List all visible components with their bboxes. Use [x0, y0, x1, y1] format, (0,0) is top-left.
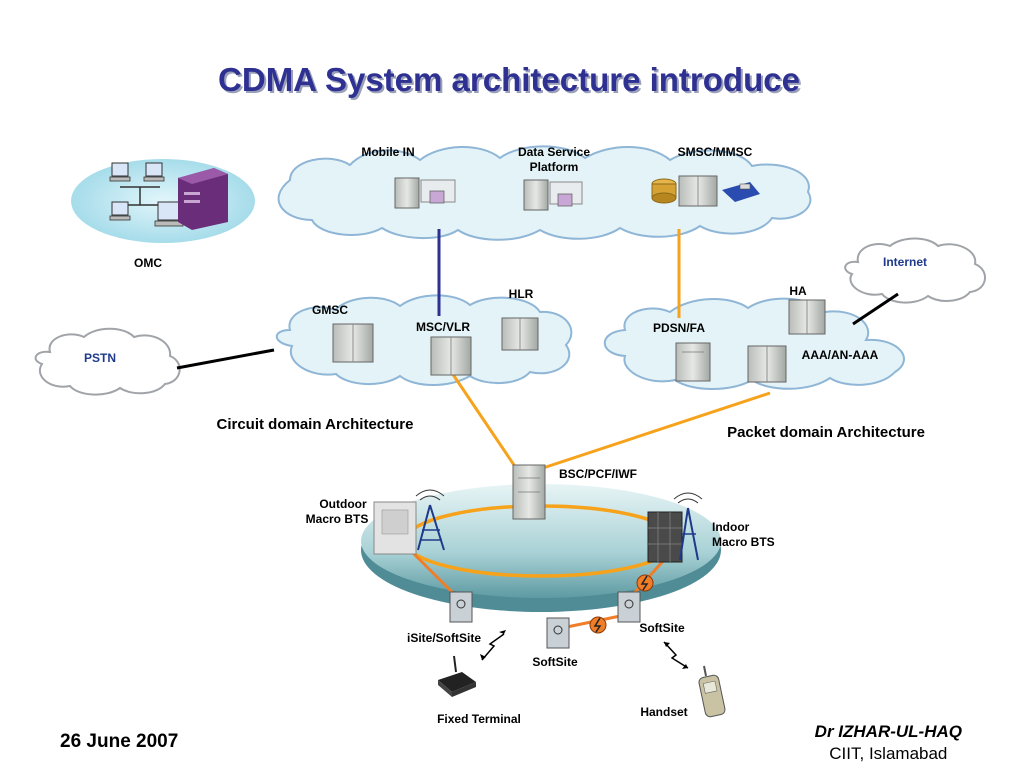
server-icon — [178, 168, 228, 230]
hlr-cabinet-icon — [501, 317, 539, 351]
internet-cloud — [844, 237, 986, 304]
footer-author-block: Dr IZHAR-UL-HAQ CIIT, Islamabad — [815, 722, 962, 764]
gmsc-label: GMSC — [312, 303, 348, 317]
outdoor-bts-label: Outdoor — [319, 497, 367, 511]
link-lightning-icon — [636, 574, 654, 592]
fixed-terminal-label: Fixed Terminal — [437, 712, 521, 726]
softsite-right-label: SoftSite — [639, 621, 685, 635]
link-msc-to-bsc — [450, 372, 518, 469]
msc-vlr-label: MSC/VLR — [416, 320, 470, 334]
link-ha-to-internet — [852, 292, 899, 326]
indoor-bts-label: Indoor — [712, 520, 750, 534]
page-title: CDMA System architecture introduce — [218, 61, 800, 98]
internet-label: Internet — [883, 255, 927, 269]
isite-softsite-label: iSite/SoftSite — [407, 631, 481, 645]
softsite-right-unit-icon — [617, 591, 641, 623]
pc-icon — [154, 201, 184, 227]
outdoor-bts-label-line2: Macro BTS — [306, 512, 369, 526]
pc-icon — [109, 162, 131, 182]
access-network-platform — [361, 484, 721, 612]
msc-vlr-cabinet-icon — [430, 336, 472, 376]
circuit-cloud — [275, 294, 573, 386]
indoor-bts-cabinet-icon — [647, 511, 683, 563]
hlr-label: HLR — [509, 287, 534, 301]
indoor-bts-label-line2: Macro BTS — [712, 535, 775, 549]
handset-label: Handset — [640, 705, 687, 719]
mobile-in-equipment-icon — [394, 177, 456, 209]
isite-softsite-unit-icon — [449, 591, 473, 623]
outdoor-tower-icon — [415, 489, 445, 551]
indoor-tower-icon — [673, 492, 703, 561]
author-institution: CIIT, Islamabad — [829, 744, 948, 763]
gmsc-cabinet-icon — [332, 323, 374, 363]
link-lightning-icon — [589, 616, 607, 634]
pdsn-fa-cabinet-icon — [675, 342, 711, 382]
ha-cabinet-icon — [788, 299, 826, 335]
pdsn-fa-label: PDSN/FA — [653, 321, 705, 335]
pstn-cloud — [34, 327, 181, 396]
outdoor-bts-cabinet-icon — [373, 501, 417, 555]
title-shadow: CDMA System architecture introduce — [220, 63, 802, 100]
smsc-mmsc-label: SMSC/MMSC — [678, 145, 753, 159]
footer-date: 26 June 2007 — [60, 731, 179, 752]
link-pstn-to-gmsc — [176, 348, 275, 370]
bsc-pcf-iwf-label: BSC/PCF/IWF — [559, 467, 637, 481]
handset-icon — [698, 665, 726, 718]
radio-link-icon — [663, 641, 689, 669]
softsite-mid-unit-icon — [546, 617, 570, 649]
author-name: Dr IZHAR-UL-HAQ — [814, 722, 962, 741]
pc-icon — [143, 162, 165, 182]
aaa-label: AAA/AN-AAA — [802, 348, 879, 362]
data-service-label-line2: Platform — [530, 160, 579, 174]
pc-icon — [109, 201, 131, 221]
packet-domain-label: Packet domain Architecture — [727, 424, 925, 441]
radio-link-icon — [480, 630, 506, 661]
bsc-cabinet-icon — [512, 464, 546, 520]
softsite-mid-label: SoftSite — [532, 655, 578, 669]
link-outdoor-to-isite — [408, 548, 460, 600]
link-aaa-to-bsc — [542, 391, 771, 470]
data-service-label: Data Service — [518, 145, 590, 159]
pstn-label: PSTN — [84, 351, 116, 365]
omc-label: OMC — [134, 256, 162, 270]
ha-label: HA — [789, 284, 807, 298]
aaa-cabinet-icon — [747, 345, 787, 383]
data-service-equipment-icon — [523, 179, 583, 211]
mobile-in-label: Mobile IN — [361, 145, 414, 159]
circuit-domain-label: Circuit domain Architecture — [217, 416, 414, 433]
fixed-terminal-icon — [438, 655, 476, 697]
smsc-storage-icon — [651, 175, 760, 207]
